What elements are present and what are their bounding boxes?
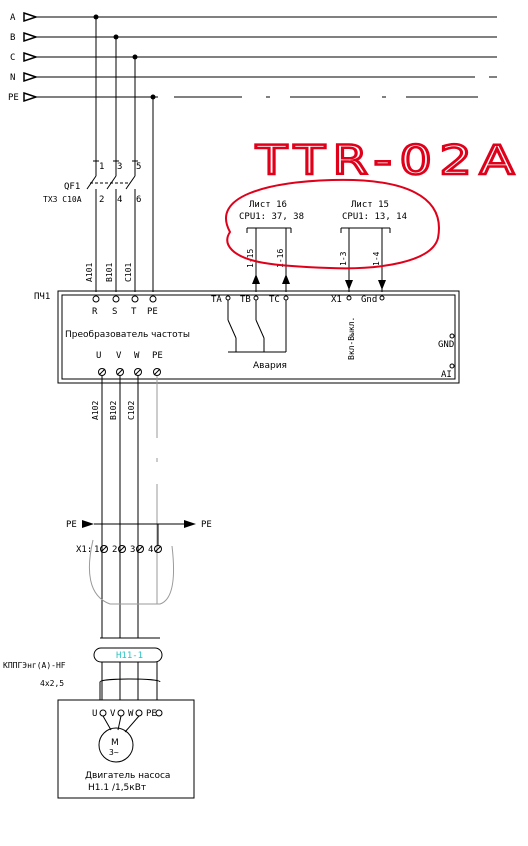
ref-wire-1-3: 1-3	[339, 251, 348, 266]
wire-label-c102: C102	[127, 401, 136, 420]
breaker-term-3: 3	[117, 162, 122, 172]
wire-label-b101: B101	[105, 263, 114, 282]
bus-lines: A B C N PE	[8, 11, 497, 103]
alarm-term-tc: TC	[269, 295, 280, 305]
wire-label-a102: A102	[91, 401, 100, 420]
motor-term-w: W	[128, 709, 134, 719]
terminal-1-label: 1	[94, 545, 99, 555]
cable-tag: Н11-1	[116, 651, 143, 661]
drive-label-u: U	[96, 351, 101, 361]
ref-sheet-15: Лист 15	[351, 200, 389, 210]
motor-term-pe: PE	[146, 709, 157, 719]
breaker-term-1: 1	[99, 162, 104, 172]
cable-size: 4х2,5	[40, 679, 64, 688]
annotation-loop	[225, 178, 440, 270]
drive-label-pe-in: PE	[147, 307, 158, 317]
drive-term-pe-in	[149, 295, 157, 303]
bus-label-a: A	[10, 13, 16, 23]
bus-arrow-a	[23, 11, 39, 23]
wire-label-c101: C101	[124, 263, 133, 282]
drive-name: ПЧ1	[34, 292, 50, 302]
motor-symbol-circle	[98, 727, 134, 763]
drive-term-r	[92, 295, 100, 303]
motor-phase: 3~	[109, 748, 119, 757]
bus-arrow-b	[23, 31, 39, 43]
wire-label-b102: B102	[109, 401, 118, 420]
bus-arrow-pe	[23, 91, 39, 103]
terminal-2-label: 2	[112, 545, 117, 555]
motor-n11: U V W PE M 3~ Двигатель насоса Н1.1 /1,5…	[57, 699, 195, 799]
drive-label-pe-out: PE	[152, 351, 163, 361]
terminal-block-name: X1:	[76, 545, 92, 555]
alarm-label: Авария	[253, 361, 287, 371]
bus-label-c: C	[10, 53, 15, 63]
motor-spec: Н1.1 /1,5кВт	[88, 783, 146, 793]
drive-title: Преобразователь частоты	[65, 330, 190, 340]
control-label: Вкл-Выкл.	[347, 317, 356, 360]
drive-pch1: ПЧ1 R S T PE Преобразователь частоты TA …	[34, 290, 460, 384]
breaker-term-5: 5	[136, 162, 141, 172]
cable-type: КППГЭнг(А)-HF	[3, 661, 66, 670]
bus-arrow-c	[23, 51, 39, 63]
bus-label-n: N	[10, 73, 15, 83]
pe-bus-right: PE	[201, 520, 212, 530]
pe-bus-left: PE	[66, 520, 77, 530]
ref-cpu-37-38: CPU1: 37, 38	[239, 212, 304, 222]
terminal-3-label: 3	[130, 545, 135, 555]
cpu-ref-wires: 1-15 1-16 Лист 16 CPU1: 37, 38 1-3 1-4 Л…	[239, 200, 407, 292]
drive-label-s: S	[112, 307, 117, 317]
ref-wire-1-15: 1-15	[246, 249, 255, 268]
red-annotation: TTR-02A	[225, 137, 522, 270]
drive-label-w: W	[134, 351, 140, 361]
ref-wire-1-4: 1-4	[372, 251, 381, 266]
bus-label-b: B	[10, 33, 15, 43]
breaker-term-4: 4	[117, 195, 122, 205]
motor-term-v: V	[110, 709, 116, 719]
breaker-model: ТХ3 С10А	[43, 195, 82, 204]
terminal-4-label: 4	[148, 545, 153, 555]
ref-wire-1-16: 1-16	[276, 249, 285, 268]
drive-ai-label: AI	[441, 370, 452, 380]
cable-tag-box	[93, 647, 163, 663]
breaker-term-2: 2	[99, 195, 104, 205]
output-cables: A102 B102 C102 PE PE X1: 1 2 3 4 Н11-1	[3, 376, 212, 700]
bus-arrow-n	[23, 71, 39, 83]
annotation-text: TTR-02A	[255, 138, 522, 184]
drive-label-r: R	[92, 307, 98, 317]
ref-sheet-16: Лист 16	[249, 200, 287, 210]
breaker-name: QF1	[64, 182, 80, 192]
motor-term-u: U	[92, 709, 97, 719]
control-term-gnd: Gnd	[361, 295, 377, 305]
alarm-term-ta: TA	[211, 295, 222, 305]
breaker-term-6: 6	[136, 195, 141, 205]
ref-cpu-13-14: CPU1: 13, 14	[342, 212, 407, 222]
drive-term-t	[131, 295, 139, 303]
drive-gnd-label: GND	[438, 340, 454, 350]
motor-symbol: M	[111, 738, 119, 748]
breaker-qf1: 1 3 5 2 4 6 QF1 ТХ3 С10А	[43, 160, 141, 292]
wire-label-a101: A101	[85, 263, 94, 282]
drive-label-t: T	[131, 307, 137, 317]
motor-title: Двигатель насоса	[85, 771, 170, 781]
control-term-x1: X1	[331, 295, 342, 305]
bus-label-pe: PE	[8, 93, 19, 103]
alarm-term-tb: TB	[240, 295, 251, 305]
drive-label-v: V	[116, 351, 122, 361]
drive-term-s	[112, 295, 120, 303]
